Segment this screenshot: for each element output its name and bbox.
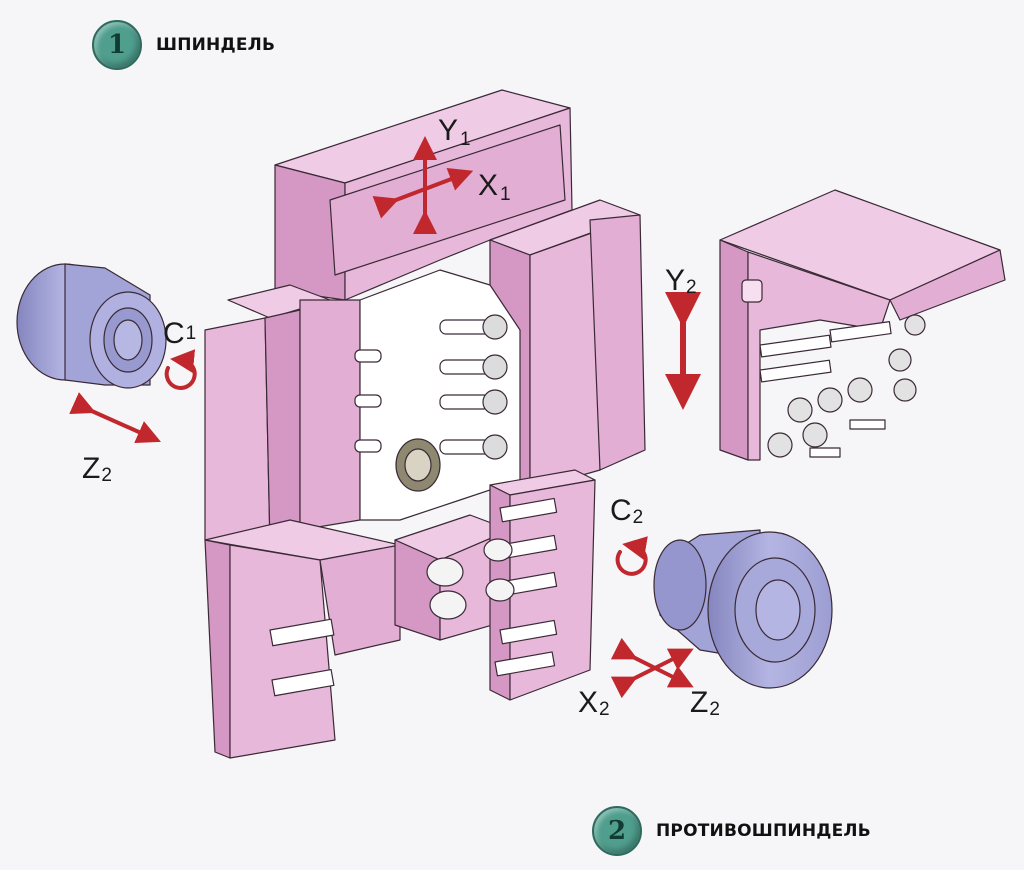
legend-label-spindle: ШПИНДЕЛЬ — [156, 35, 276, 55]
legend-counter-spindle: 2 ПРОТИВОШПИНДЕЛЬ — [592, 806, 871, 856]
drill-tools — [354, 314, 508, 492]
counter-spindle — [653, 529, 833, 689]
tool-bars — [269, 497, 558, 697]
arrow-z2-right — [610, 648, 694, 699]
axis-label-c2: C2 — [610, 494, 643, 528]
right-turret-block — [719, 189, 1006, 461]
rotation-c2-icon — [615, 536, 648, 576]
legend-spindle: 1 ШПИНДЕЛЬ — [92, 20, 275, 70]
legend-number-badge: 2 — [592, 806, 642, 856]
frame-left-column — [204, 284, 361, 546]
axis-label-y2: Y2 — [665, 264, 697, 298]
axis-label-c1: C1 — [163, 317, 196, 350]
lower-base-left — [204, 519, 401, 759]
axis-label-x2: X2 — [578, 686, 610, 720]
arrow-z2-left — [69, 392, 161, 444]
arrow-x1 — [372, 168, 474, 219]
legend-number-badge: 1 — [92, 20, 142, 70]
legend-label-counter-spindle: ПРОТИВОШПИНДЕЛЬ — [656, 821, 871, 841]
axis-label-z2-right: Z2 — [690, 686, 720, 720]
rotation-c1-icon — [164, 349, 197, 390]
main-spindle — [16, 263, 167, 389]
right-turret-tools — [759, 314, 926, 458]
axis-label-z2-left: Z2 — [82, 452, 112, 486]
motion-arrows — [69, 136, 701, 699]
tool-holders — [426, 538, 515, 620]
